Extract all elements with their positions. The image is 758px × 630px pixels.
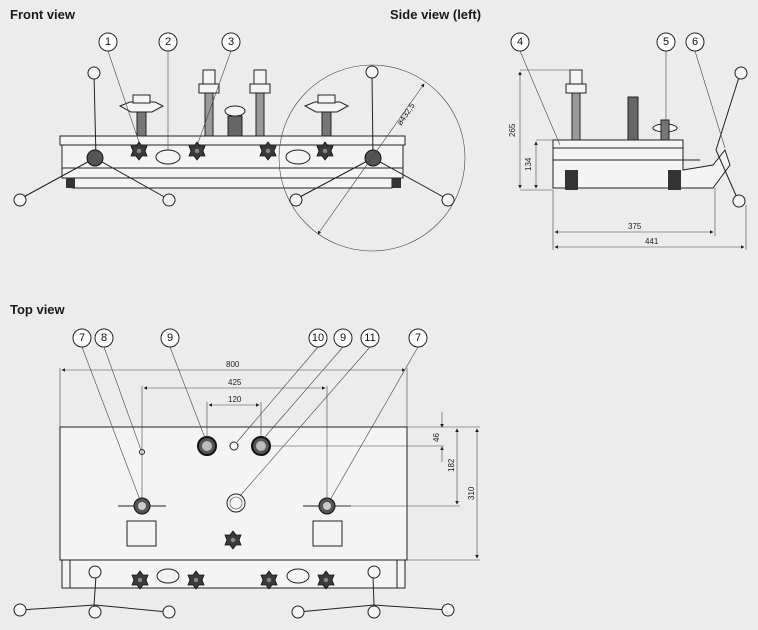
top-valve-11 <box>226 493 246 513</box>
front-foot-right <box>392 178 401 188</box>
top-vent <box>229 441 239 451</box>
svg-text:2: 2 <box>165 36 171 48</box>
top-lever-ball-right-c <box>367 605 381 619</box>
front-view: ø432,5 <box>13 32 466 252</box>
svg-text:7: 7 <box>415 332 421 344</box>
front-body <box>61 144 404 179</box>
front-lever-ball-left-b <box>162 193 176 207</box>
svg-text:4: 4 <box>517 36 523 48</box>
side-view: 265 134 375 441 4 5 <box>508 32 748 250</box>
top-lever-ball-left-c <box>88 605 102 619</box>
top-rail-window-2 <box>286 568 310 584</box>
side-lever-ball-bottom <box>732 194 746 208</box>
front-callout-1: 1 <box>98 32 118 52</box>
front-post-right <box>249 69 271 137</box>
front-circle-dim: ø432,5 <box>395 101 417 127</box>
top-callout-9a: 9 <box>160 328 180 348</box>
front-lever-ball-top-right <box>365 65 379 79</box>
front-lever-ball-left-a <box>13 193 27 207</box>
svg-text:10: 10 <box>312 332 324 344</box>
top-callout-7b: 7 <box>408 328 428 348</box>
svg-text:1: 1 <box>105 36 111 48</box>
svg-text:7: 7 <box>79 332 85 344</box>
front-sweep-circle <box>278 64 466 252</box>
front-view-title: Front view <box>10 7 76 22</box>
front-window-5 <box>285 149 311 165</box>
svg-text:5: 5 <box>663 36 669 48</box>
top-post-left <box>118 497 166 547</box>
side-foot-right <box>668 170 681 190</box>
top-lever-ball-right-back <box>367 565 381 579</box>
front-lever-ball-right-a <box>289 193 303 207</box>
front-fixture-left <box>118 94 165 137</box>
front-lever-ball-right-b <box>441 193 455 207</box>
top-callout-8: 8 <box>94 328 114 348</box>
top-rail-window-1 <box>156 568 180 584</box>
front-top-plate <box>59 135 406 146</box>
front-window-2 <box>155 149 181 165</box>
top-view-title: Top view <box>10 302 65 317</box>
top-post-right <box>303 497 351 547</box>
front-base-rail <box>71 177 393 189</box>
top-lever-ball-left-b <box>162 605 176 619</box>
side-top-plate <box>552 139 684 149</box>
side-valve-body <box>627 96 639 141</box>
front-post-left <box>198 69 220 137</box>
front-valve <box>224 105 246 137</box>
side-lever-ball-top <box>734 66 748 80</box>
top-dim-width-ports: 120 <box>228 395 242 404</box>
top-callout-9b: 9 <box>333 328 353 348</box>
front-callout-2: 2 <box>158 32 178 52</box>
side-dim-height-body: 134 <box>524 157 533 171</box>
top-lever-ball-right-a <box>291 605 305 619</box>
top-callout-10: 10 <box>308 328 328 348</box>
svg-text:8: 8 <box>101 332 107 344</box>
front-lever-ball-top-left <box>87 66 101 80</box>
top-lever-ball-right-b <box>441 603 455 617</box>
svg-text:9: 9 <box>167 332 173 344</box>
side-foot-left <box>565 170 578 190</box>
top-lever-ball-left-back <box>88 565 102 579</box>
front-foot-left <box>66 178 75 188</box>
front-hub-left <box>86 149 104 167</box>
top-callout-7a: 7 <box>72 328 92 348</box>
side-callout-5: 5 <box>656 32 676 52</box>
svg-text:6: 6 <box>692 36 698 48</box>
side-dim-length-base: 375 <box>628 222 642 231</box>
side-dim-height-total: 265 <box>508 123 517 137</box>
top-lever-ball-left-a <box>13 603 27 617</box>
side-callout-4: 4 <box>510 32 530 52</box>
top-callout-11: 11 <box>360 328 380 348</box>
top-dim-depth-center: 182 <box>447 458 456 472</box>
side-body <box>552 147 731 189</box>
svg-text:11: 11 <box>364 332 375 344</box>
top-view: 800 425 120 46 182 310 <box>13 328 480 619</box>
svg-text:3: 3 <box>228 36 234 48</box>
top-dim-width-posts: 425 <box>228 378 242 387</box>
svg-text:9: 9 <box>340 332 346 344</box>
front-fixture-right <box>303 94 350 137</box>
side-view-title: Side view (left) <box>390 7 482 22</box>
top-dim-depth-ports: 46 <box>432 433 441 442</box>
top-front-rail <box>61 559 406 589</box>
top-dim-depth-total: 310 <box>467 486 476 500</box>
side-dim-length-total: 441 <box>645 237 659 246</box>
front-callout-3: 3 <box>221 32 241 52</box>
top-dim-width-total: 800 <box>226 360 240 369</box>
side-callout-6: 6 <box>685 32 705 52</box>
